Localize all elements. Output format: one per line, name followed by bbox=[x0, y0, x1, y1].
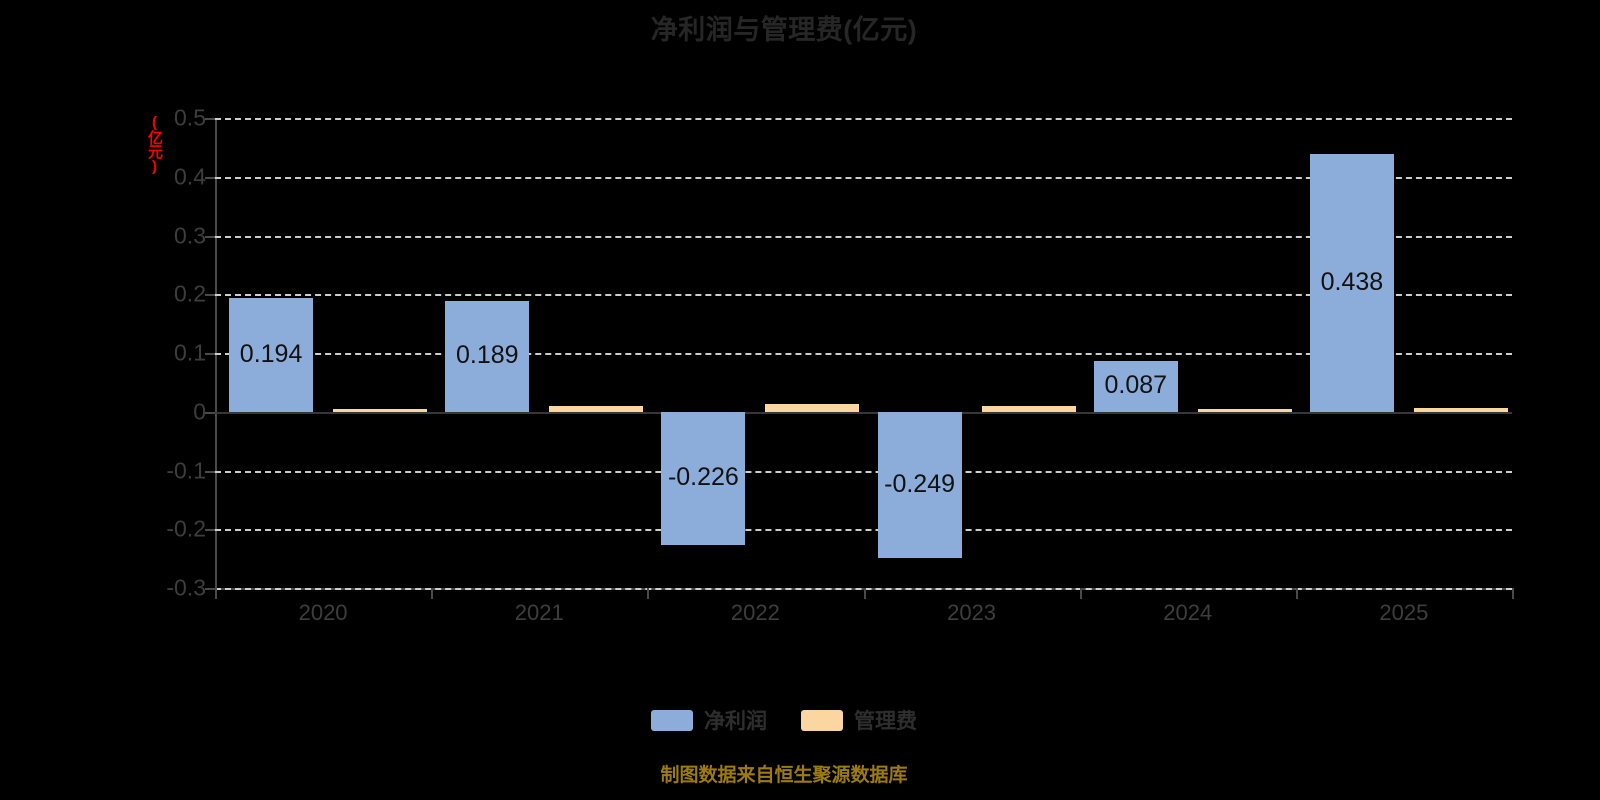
gridline bbox=[215, 176, 1512, 179]
y-axis-tick-label: -0.2 bbox=[166, 515, 206, 542]
bar-value-label: 0.087 bbox=[1104, 371, 1168, 400]
gridline bbox=[215, 470, 1512, 473]
legend-item[interactable]: 净利润 bbox=[651, 705, 767, 735]
bar-net-profit[interactable] bbox=[661, 411, 746, 545]
bar-management-fee[interactable] bbox=[1413, 408, 1508, 412]
x-axis-tick-label: 2024 bbox=[1163, 600, 1213, 625]
y-axis-tick-mark bbox=[205, 176, 215, 179]
legend-swatch-icon bbox=[801, 709, 843, 731]
bar-net-profit[interactable] bbox=[1309, 154, 1394, 412]
bar-net-profit[interactable] bbox=[877, 411, 962, 559]
y-axis-tick-mark bbox=[205, 235, 215, 238]
x-axis-tick-label: 2021 bbox=[514, 600, 564, 625]
plot-area: 0.194 0.189 -0.226 -0.249 0.087 0.438 bbox=[215, 118, 1512, 590]
gridline bbox=[215, 118, 1512, 120]
x-axis-tick-mark bbox=[215, 588, 217, 599]
legend-item[interactable]: 管理费 bbox=[801, 705, 917, 735]
legend-label: 管理费 bbox=[854, 710, 917, 733]
x-axis-tick-label: 2022 bbox=[730, 600, 780, 625]
y-axis-tick-label: 0.5 bbox=[174, 104, 206, 131]
x-axis-tick-label: 2020 bbox=[298, 600, 348, 625]
bar-management-fee[interactable] bbox=[981, 406, 1076, 412]
bar-net-profit[interactable] bbox=[1093, 360, 1178, 412]
x-axis-tick-label: 2023 bbox=[947, 600, 997, 625]
bar-management-fee[interactable] bbox=[765, 404, 860, 412]
gridline bbox=[215, 529, 1512, 532]
y-axis-tick-mark bbox=[205, 529, 215, 532]
gridline bbox=[215, 235, 1512, 238]
zero-line bbox=[215, 411, 1512, 414]
source-note: 制图数据来自恒生聚源数据库 bbox=[660, 765, 908, 786]
bar-value-label: 0.189 bbox=[455, 341, 519, 370]
y-axis-tick-label: 0.1 bbox=[174, 339, 206, 366]
bar-management-fee[interactable] bbox=[333, 409, 428, 413]
x-axis-tick-label: 2025 bbox=[1379, 600, 1429, 625]
x-axis-tick-mark bbox=[1295, 588, 1298, 599]
gridline bbox=[215, 353, 1512, 355]
bar-value-label: 0.194 bbox=[239, 339, 303, 368]
y-axis-tick-label: 0.3 bbox=[174, 222, 206, 248]
x-axis-tick-mark bbox=[1512, 588, 1514, 599]
y-axis-tick-mark bbox=[205, 470, 215, 473]
x-axis-tick-mark bbox=[863, 588, 866, 599]
y-axis-tick-mark bbox=[205, 411, 215, 414]
y-axis-tick-label: -0.3 bbox=[166, 574, 206, 601]
legend-swatch-icon bbox=[651, 709, 693, 731]
legend-label: 净利润 bbox=[704, 710, 767, 733]
bar-management-fee[interactable] bbox=[549, 406, 644, 412]
bar-value-label: -0.226 bbox=[667, 463, 739, 492]
bar-value-label: -0.249 bbox=[884, 469, 956, 498]
chart-legend: 净利润 管理费 bbox=[0, 705, 1568, 735]
y-axis-tick-label: 0 bbox=[193, 398, 206, 425]
bar-net-profit[interactable] bbox=[445, 300, 530, 412]
y-axis-tick-mark bbox=[205, 118, 215, 120]
y-axis-tick-label: 0.4 bbox=[174, 163, 206, 190]
y-axis-tick-label: 0.2 bbox=[174, 280, 206, 307]
y-axis-tick-mark bbox=[205, 294, 215, 297]
y-axis-unit-label: (亿元) bbox=[146, 114, 163, 174]
y-axis-tick-mark bbox=[205, 588, 215, 590]
bar-net-profit[interactable] bbox=[229, 297, 314, 412]
x-axis-tick-mark bbox=[647, 588, 650, 599]
x-axis-tick-mark bbox=[431, 588, 434, 599]
chart-title: 净利润与管理费(亿元) bbox=[650, 15, 918, 45]
y-axis-tick-mark bbox=[205, 353, 215, 355]
bar-management-fee[interactable] bbox=[1197, 408, 1292, 412]
y-axis-tick-label: -0.1 bbox=[166, 457, 206, 483]
x-axis-tick-mark bbox=[1079, 588, 1082, 599]
bar-value-label: 0.438 bbox=[1320, 268, 1384, 297]
gridline bbox=[215, 294, 1512, 297]
